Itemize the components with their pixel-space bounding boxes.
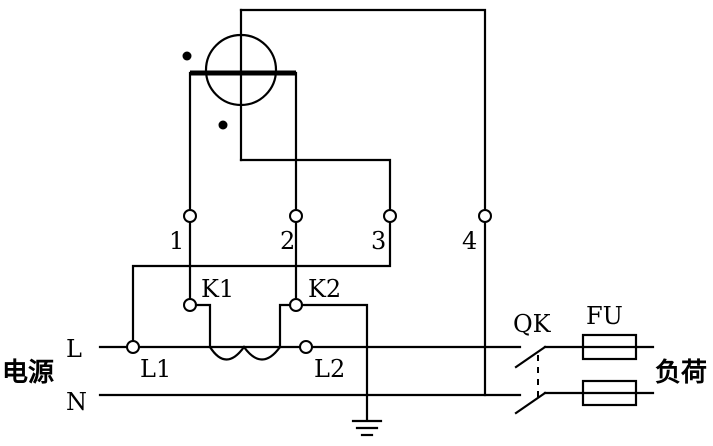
wire-k1-to-coil xyxy=(194,303,212,349)
terminal-4-label: 4 xyxy=(462,227,477,255)
load-label: 负荷 xyxy=(655,358,707,388)
switch-blade-n xyxy=(514,391,547,415)
switch-qk-label: QK xyxy=(513,310,552,338)
switch-qk xyxy=(514,345,585,415)
fuse-fu-label: FU xyxy=(586,302,623,330)
wire-terminal-3-to-l1 xyxy=(131,220,392,343)
k1-label: K1 xyxy=(201,275,234,303)
terminal-1 xyxy=(183,209,197,223)
current-coil xyxy=(208,345,282,361)
k2-label: K2 xyxy=(308,275,341,303)
wire-top-to-terminal-4 xyxy=(239,8,487,212)
meter-symbol xyxy=(182,8,296,162)
terminal-2 xyxy=(289,209,303,223)
terminal-3 xyxy=(383,209,397,223)
wire-k2-to-ground xyxy=(300,303,369,422)
wire-meter-to-terminal-3 xyxy=(239,158,392,212)
ground-icon xyxy=(351,419,383,437)
terminal-1-label: 1 xyxy=(169,227,184,255)
switch-blade-l xyxy=(514,345,547,369)
terminal-l1 xyxy=(126,340,140,354)
line-n-label: N xyxy=(66,388,87,416)
terminal-l2 xyxy=(299,340,313,354)
terminal-2-label: 2 xyxy=(280,227,295,255)
l1-label: L1 xyxy=(140,355,171,383)
terminal-3-label: 3 xyxy=(371,227,386,255)
polarity-dot-lower xyxy=(218,120,228,130)
source-label: 电源 xyxy=(2,358,54,388)
terminal-4 xyxy=(478,209,492,223)
fuse-fu xyxy=(581,333,655,407)
terminal-k2 xyxy=(289,298,303,312)
terminal-k1 xyxy=(183,298,197,312)
polarity-dot-upper xyxy=(182,51,192,61)
wire-coil-to-k2 xyxy=(278,303,292,349)
line-l-label: L xyxy=(66,335,82,363)
l2-label: L2 xyxy=(314,355,345,383)
